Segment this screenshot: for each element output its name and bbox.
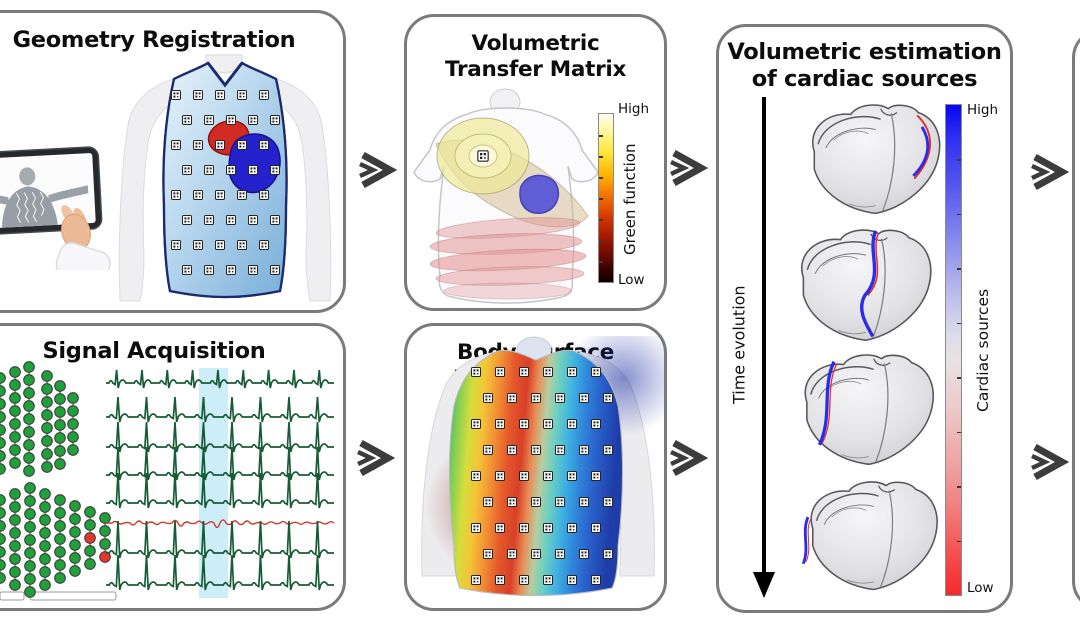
torso-pink-bands [429,217,587,300]
tablet-scan-illustration [0,146,111,270]
colorbar-low-label: Low [618,272,645,288]
panel-title: Signal Acquisition [42,338,266,364]
flow-arrow-icon [359,151,398,189]
panel-title: Volumetric estimation [727,39,1002,65]
time-evolution-label: Time evolution [729,285,749,405]
panel-title-line2: Transfer Matrix [444,57,627,82]
panel-next-cropped [1072,28,1080,611]
colorbar-high-label: High [618,101,650,117]
electrode-array-illustration [0,361,117,601]
time-evolution-axis [762,97,766,575]
heart-region-blob [519,174,560,214]
transfer-matrix-torso-illustration [413,88,599,304]
time-arrowhead-icon [753,572,775,598]
heart-frame-1 [811,104,941,215]
cardiac-sources-axis-label: Cardiac sources [974,288,992,412]
vest-torso-illustration [118,54,332,302]
flow-arrow-icon [1031,443,1070,481]
ecg-traces-illustration [106,368,335,598]
bspm-torso-illustration [421,336,664,596]
panel-title: Geometry Registration [12,27,296,53]
flow-arrow-icon [1031,153,1070,191]
panel-title: Volumetric [471,31,600,56]
panel-title-line2: of cardiac sources [751,66,978,92]
heart-blue-lobe [228,133,281,194]
heart-frame-3 [804,354,935,466]
flow-arrow-icon [357,439,396,477]
colorbar-low-label: Low [967,580,994,596]
heart-frame-4 [801,481,938,591]
colorbar-high-label: High [967,102,999,118]
flow-arrow-icon [670,149,709,187]
cardiac-sources-colorbar [945,104,962,596]
green-function-axis-label: Green function [621,143,639,255]
flow-arrow-icon [670,439,709,477]
heart-frame-2 [800,229,932,342]
green-function-colorbar [598,113,614,283]
